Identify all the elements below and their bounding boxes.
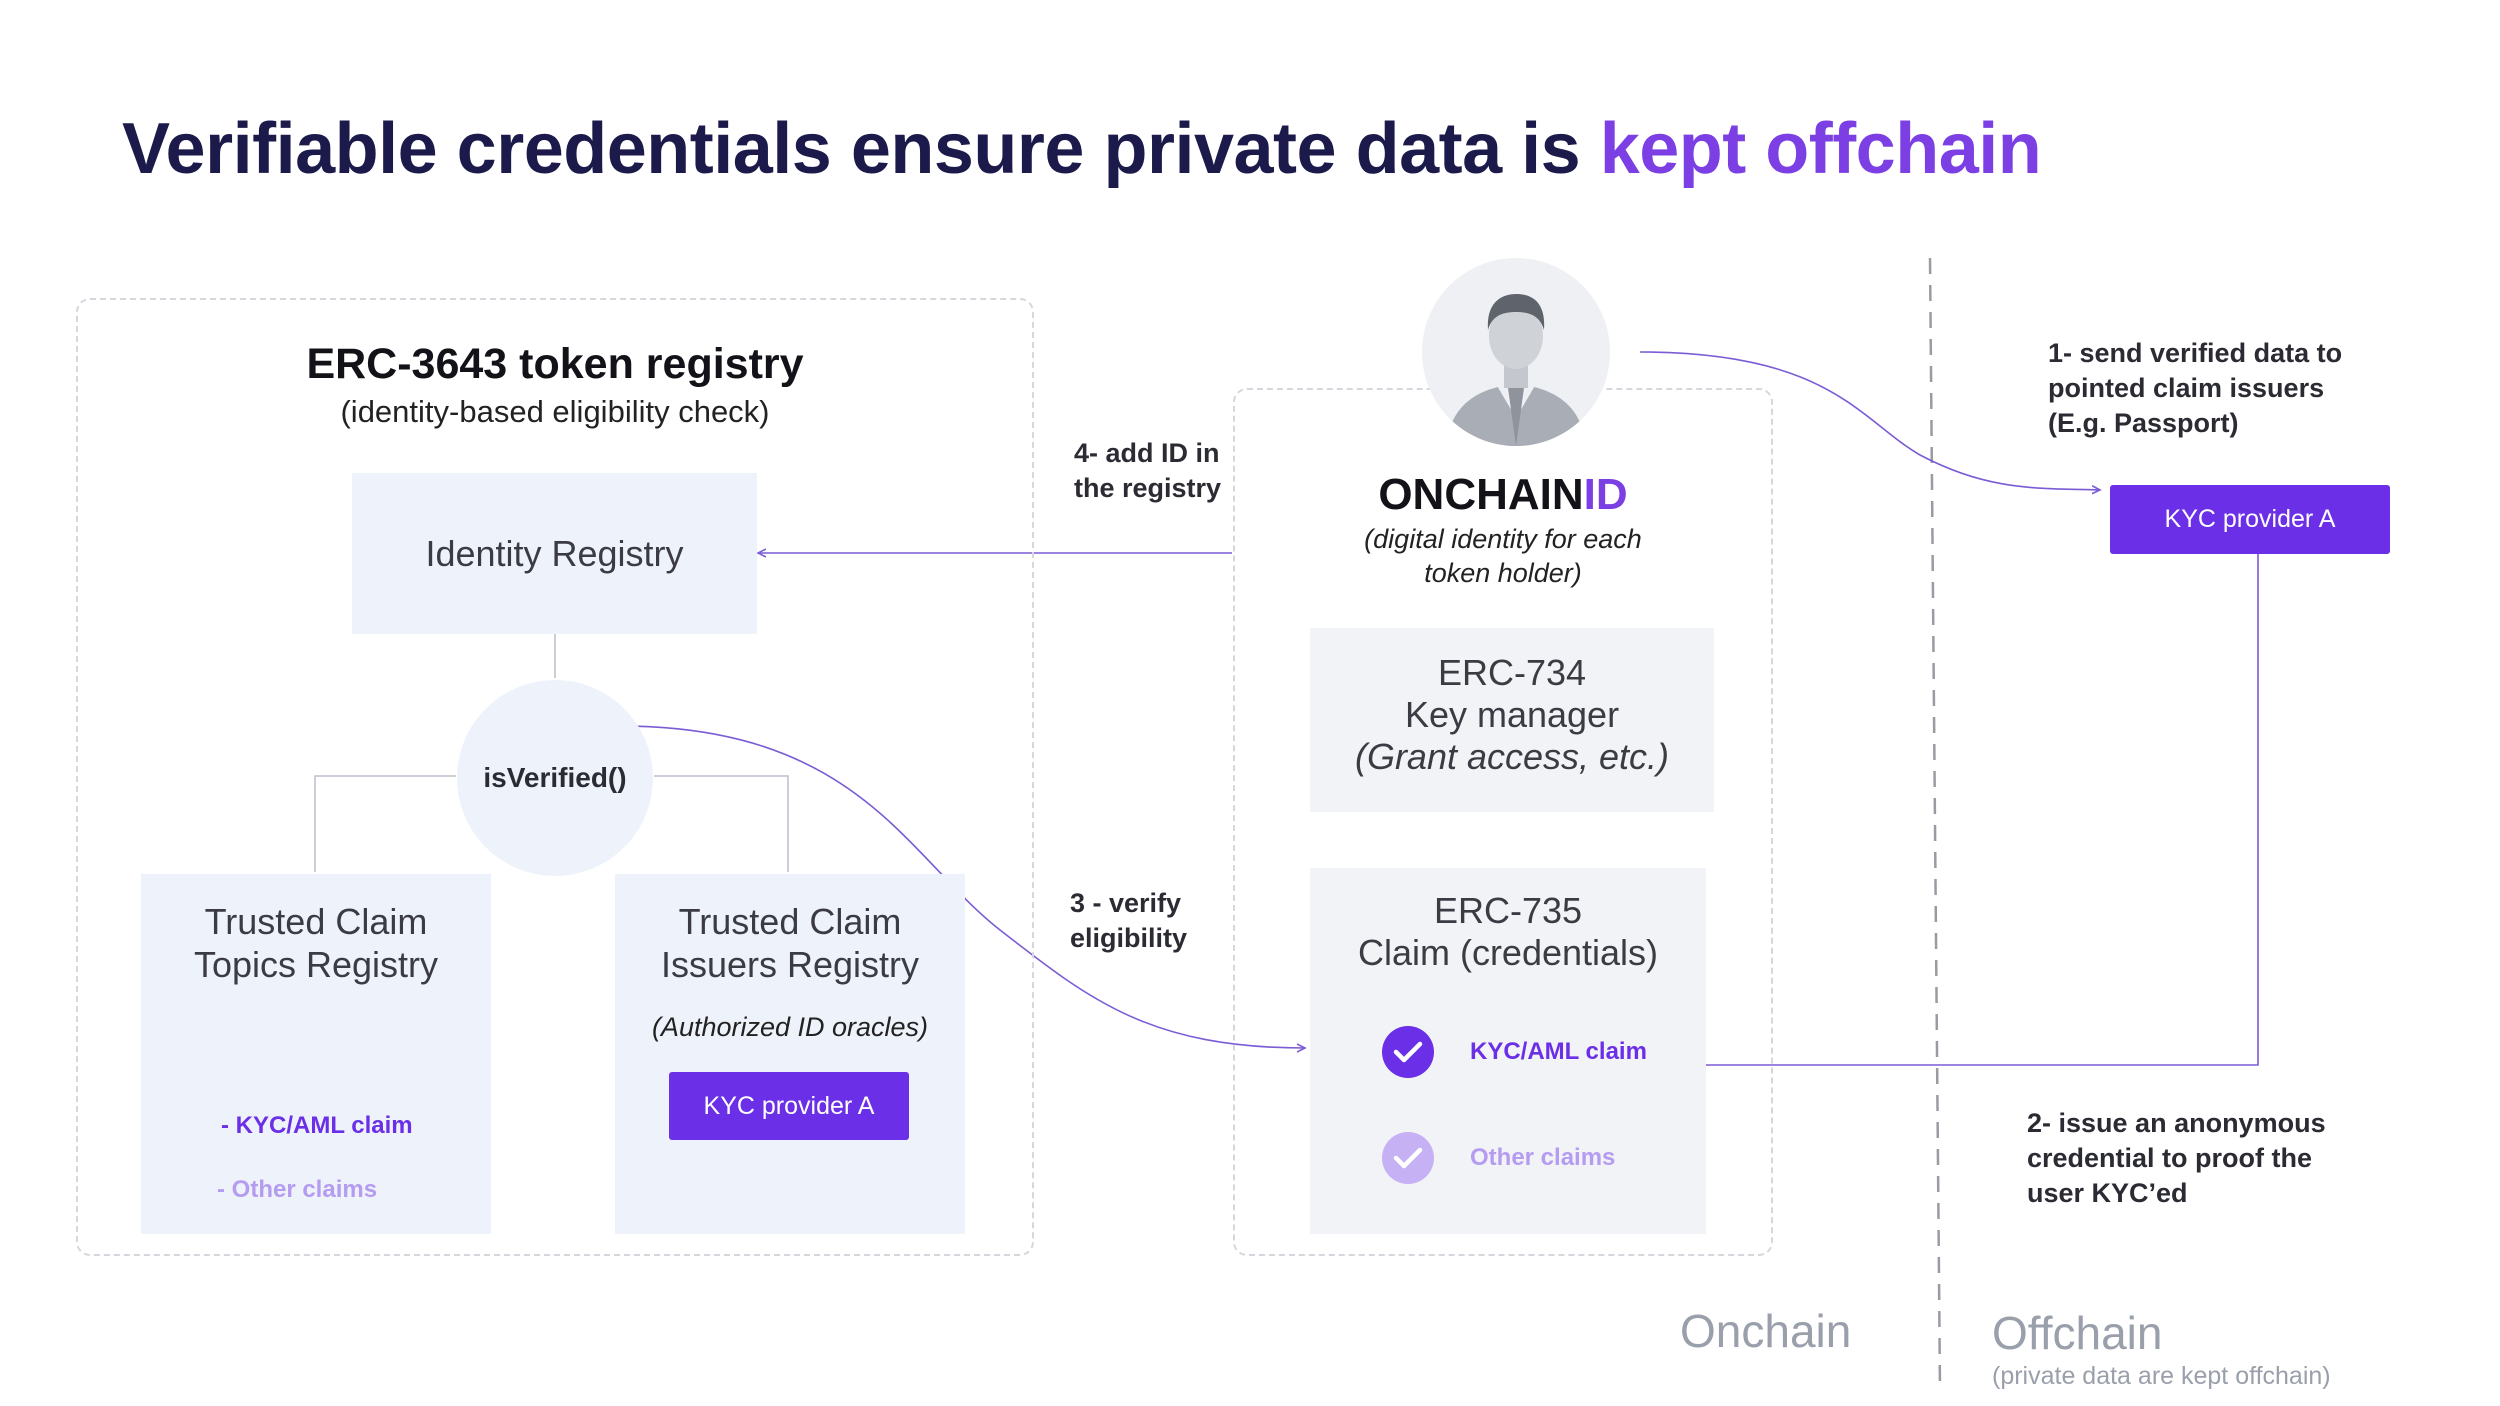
step-4-line-1: 4- add ID in bbox=[1074, 438, 1220, 468]
offchain-kyc-provider-button[interactable]: KYC provider A bbox=[2110, 485, 2390, 554]
user-avatar bbox=[1422, 258, 1610, 446]
user-icon bbox=[1446, 294, 1586, 446]
kyc-claim-label: KYC/AML claim bbox=[1470, 1038, 1647, 1065]
step-1-line-3: (E.g. Passport) bbox=[2048, 408, 2239, 439]
erc734-line-3: (Grant access, etc.) bbox=[1354, 736, 1670, 778]
issuers-kyc-provider-button[interactable]: KYC provider A bbox=[669, 1072, 909, 1140]
erc735-label: ERC-735 Claim (credentials) bbox=[1310, 890, 1706, 974]
onchainid-description-line-2: token holder) bbox=[1424, 558, 1582, 589]
page-title: Verifiable credentials ensure private da… bbox=[122, 108, 2042, 190]
step-2-line-2: credential to proof the bbox=[2027, 1143, 2313, 1174]
title-main: Verifiable credentials ensure private da… bbox=[122, 109, 1581, 189]
topics-registry-line-1: Trusted Claim bbox=[204, 901, 428, 942]
step-2-label: 2- issue an anonymous credential to proo… bbox=[2027, 1106, 2326, 1211]
trusted-claim-issuers-registry: Trusted Claim Issuers Registry (Authoriz… bbox=[615, 874, 965, 1234]
topics-registry-line-2: Topics Registry bbox=[193, 944, 439, 986]
token-registry-subtitle: (identity-based eligibility check) bbox=[340, 394, 770, 429]
step-1-line-2: pointed claim issuers bbox=[2048, 373, 2325, 404]
issuers-registry-note: (Authorized ID oracles) bbox=[651, 1012, 929, 1043]
step-3-line-2: eligibility bbox=[1070, 923, 1188, 954]
isverified-to-issuers-line bbox=[654, 775, 789, 872]
topics-claim-other: - Other claims bbox=[217, 1176, 378, 1203]
step-4-line-2: the registry bbox=[1074, 473, 1222, 504]
token-registry-title: ERC-3643 token registry bbox=[306, 340, 804, 388]
step-4-label: 4- add ID in the registry bbox=[1074, 436, 1221, 506]
step-3-line-1: 3 - verify bbox=[1070, 888, 1182, 918]
erc734-key-manager-box: ERC-734 Key manager (Grant access, etc.) bbox=[1310, 628, 1714, 812]
token-registry-box bbox=[76, 298, 1034, 1256]
onchainid-name-main: ONCHAIN bbox=[1378, 470, 1584, 519]
other-claims-label: Other claims bbox=[1470, 1144, 1616, 1171]
identity-registry-box: Identity Registry bbox=[352, 473, 757, 634]
step-3-label: 3 - verify eligibility bbox=[1070, 886, 1187, 956]
other-claims-check-icon bbox=[1382, 1132, 1434, 1184]
isverified-to-topics-line bbox=[314, 775, 456, 872]
onchain-offchain-divider bbox=[1928, 257, 1942, 1391]
title-accent: kept offchain bbox=[1599, 109, 2042, 189]
is-verified-node: isVerified() bbox=[457, 680, 653, 876]
erc734-line-2: Key manager bbox=[1404, 694, 1620, 736]
issuers-registry-line-2: Issuers Registry bbox=[660, 944, 920, 986]
onchain-zone-label: Onchain bbox=[1680, 1305, 1852, 1357]
step-1-line-1: 1- send verified data to bbox=[2048, 338, 2343, 368]
onchainid-description-line-1: (digital identity for each bbox=[1364, 524, 1642, 554]
offchain-zone-note: (private data are kept offchain) bbox=[1992, 1362, 2331, 1390]
topics-registry-label: Trusted Claim Topics Registry bbox=[141, 900, 491, 986]
is-verified-label: isVerified() bbox=[483, 762, 627, 793]
erc735-claims-box: ERC-735 Claim (credentials) KYC/AML clai… bbox=[1310, 868, 1706, 1234]
trusted-claim-topics-registry: Trusted Claim Topics Registry - KYC/AML … bbox=[141, 874, 491, 1234]
step-1-label: 1- send verified data to pointed claim i… bbox=[2048, 336, 2342, 441]
identity-registry-label: Identity Registry bbox=[425, 532, 684, 574]
step2-path bbox=[1675, 552, 2259, 1065]
onchainid-description: (digital identity for each token holder) bbox=[1233, 522, 1773, 591]
erc734-line-1: ERC-734 bbox=[1437, 652, 1587, 693]
kyc-claim-check-icon bbox=[1382, 1026, 1434, 1078]
onchainid-title: ONCHAINID bbox=[1233, 470, 1773, 520]
topics-claim-kyc: - KYC/AML claim bbox=[221, 1112, 413, 1139]
erc735-line-1: ERC-735 bbox=[1433, 890, 1583, 931]
issuers-registry-line-1: Trusted Claim bbox=[678, 901, 902, 942]
onchainid-name-accent: ID bbox=[1583, 470, 1628, 519]
step1-curve bbox=[1639, 351, 2100, 490]
step-2-line-3: user KYC’ed bbox=[2027, 1178, 2188, 1209]
offchain-zone-label: Offchain bbox=[1992, 1307, 2163, 1359]
step3-curve bbox=[625, 725, 1305, 1048]
issuers-registry-label: Trusted Claim Issuers Registry bbox=[615, 900, 965, 986]
step-2-line-1: 2- issue an anonymous bbox=[2027, 1108, 2326, 1138]
erc735-line-2: Claim (credentials) bbox=[1357, 932, 1659, 974]
